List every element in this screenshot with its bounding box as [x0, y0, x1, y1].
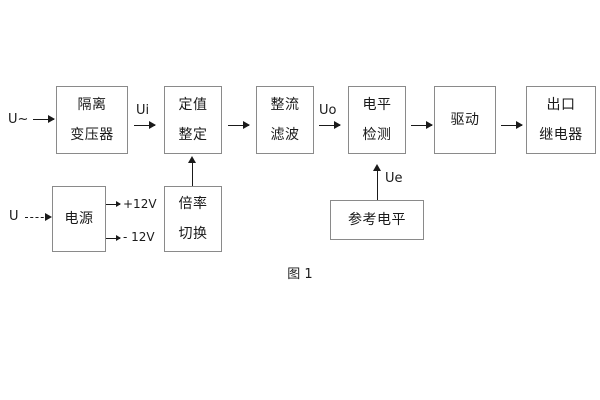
drive-to-relay-arrowhead [516, 121, 523, 129]
block-power-supply[interactable]: 电源 [52, 186, 106, 252]
dc-input-dashed-line [25, 217, 49, 218]
drive-to-relay-line [501, 125, 522, 126]
minus12v-line [106, 238, 120, 239]
level-to-drive-arrowhead [426, 121, 433, 129]
plus12v-arrowhead [116, 201, 121, 207]
uo-line [319, 125, 340, 126]
block-level-detect[interactable]: 电平 检测 [348, 86, 406, 154]
ac-input-label: U~ [8, 112, 29, 127]
dc-input-arrowhead [45, 213, 52, 221]
block-rectify-filter-line1: 整流 [270, 97, 300, 113]
ac-input-line [33, 119, 54, 120]
block-multiplier-switch-line1: 倍率 [178, 196, 208, 212]
multiplier-to-setting-arrowhead [188, 156, 196, 163]
block-drive[interactable]: 驱动 [434, 86, 496, 154]
multiplier-to-setting-line [192, 162, 193, 186]
minus12v-arrowhead [116, 235, 121, 241]
reference-to-level-arrowhead [373, 164, 381, 171]
ui-arrowhead [149, 121, 156, 129]
ue-signal-label: Ue [385, 171, 403, 186]
block-output-relay-line2: 继电器 [539, 127, 583, 143]
plus12v-line [106, 204, 120, 205]
block-multiplier-switch[interactable]: 倍率 切换 [164, 186, 222, 252]
block-multiplier-switch-line2: 切换 [178, 226, 208, 242]
block-isolation-transformer-line1: 隔离 [77, 97, 107, 113]
level-to-drive-line [411, 125, 432, 126]
minus12v-label: - 12V [123, 230, 155, 244]
block-isolation-transformer-line2: 变压器 [70, 127, 114, 143]
block-isolation-transformer[interactable]: 隔离 变压器 [56, 86, 128, 154]
block-setting-value-line1: 定值 [178, 97, 208, 113]
block-setting-value[interactable]: 定值 整定 [164, 86, 222, 154]
ui-signal-label: Ui [136, 103, 150, 118]
figure-caption: 图 1 [287, 267, 313, 282]
block-output-relay[interactable]: 出口 继电器 [526, 86, 596, 154]
block-power-supply-line1: 电源 [64, 211, 94, 227]
reference-to-level-line [377, 170, 378, 200]
uo-signal-label: Uo [319, 103, 337, 118]
block-setting-value-line2: 整定 [178, 127, 208, 143]
block-reference-level-line1: 参考电平 [348, 212, 406, 228]
block-output-relay-line1: 出口 [546, 97, 576, 113]
block-rectify-filter[interactable]: 整流 滤波 [256, 86, 314, 154]
setting-to-rectify-arrowhead [243, 121, 250, 129]
plus12v-label: +12V [123, 197, 157, 211]
block-level-detect-line2: 检测 [362, 127, 392, 143]
block-drive-line1: 驱动 [450, 112, 480, 128]
block-level-detect-line1: 电平 [362, 97, 392, 113]
ac-input-arrowhead [48, 115, 55, 123]
block-reference-level[interactable]: 参考电平 [330, 200, 424, 240]
ui-line [134, 125, 155, 126]
uo-arrowhead [334, 121, 341, 129]
dc-input-label: U [9, 209, 19, 224]
block-rectify-filter-line2: 滤波 [270, 127, 300, 143]
setting-to-rectify-line [228, 125, 249, 126]
